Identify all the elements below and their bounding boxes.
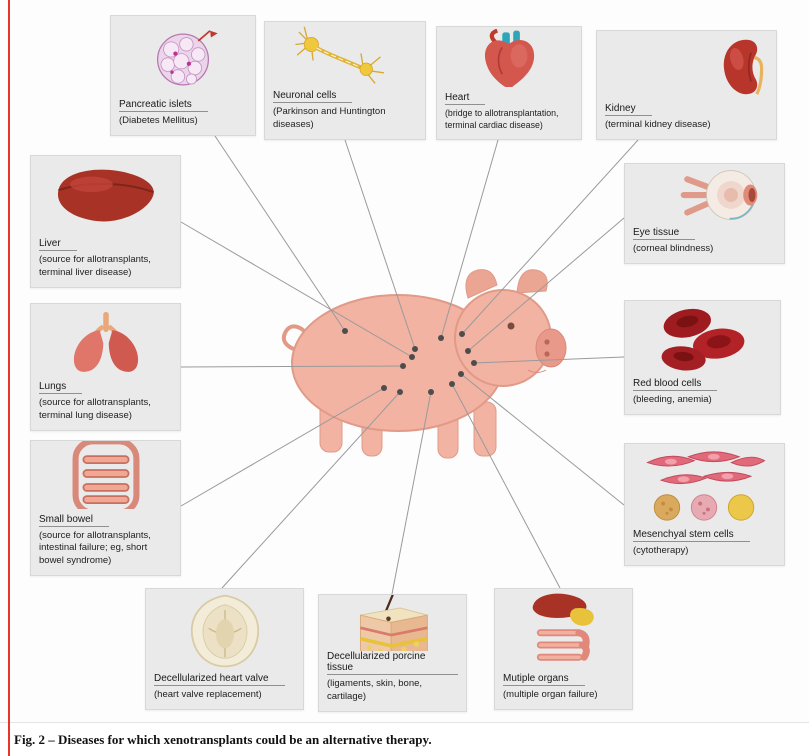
- card-mesenchymal-stem-cells: Mesenchyal stem cells (cytotherapy): [624, 443, 785, 566]
- caption-bar: Fig. 2 – Diseases for which xenotranspla…: [0, 722, 809, 756]
- card-lungs: Lungs (source for allotransplants, termi…: [30, 303, 181, 431]
- neuronal-cells-icon: [295, 26, 385, 85]
- card-liver: Liver (source for allotransplants, termi…: [30, 155, 181, 288]
- card-desc: (bridge to allotransplantation, terminal…: [445, 108, 559, 130]
- card-desc: (heart valve replacement): [154, 688, 262, 700]
- card-title: Lungs: [39, 381, 83, 395]
- card-pancreatic-islets: Pancreatic islets (Diabetes Mellitus): [110, 15, 256, 136]
- card-title: Small bowel: [39, 514, 109, 527]
- eye-tissue-icon: [680, 170, 758, 221]
- card-desc: (source for allotransplants, terminal li…: [39, 254, 151, 278]
- card-title: Neuronal cells: [273, 90, 353, 104]
- card-title: Mutiple organs: [503, 673, 585, 686]
- card-porcine-tissue: Decellularized porcine tissue (ligaments…: [318, 594, 467, 712]
- red-blood-cells-icon: [661, 309, 744, 371]
- liver-icon: [57, 169, 154, 222]
- card-title: Mesenchyal stem cells: [633, 529, 750, 542]
- card-desc: (terminal kidney disease): [605, 118, 711, 130]
- card-desc: (cytotherapy): [633, 544, 689, 556]
- pig-illustration: [281, 269, 567, 459]
- card-desc: (multiple organ failure): [503, 688, 598, 700]
- card-multiple-organs: Mutiple organs (multiple organ failure): [494, 588, 633, 710]
- card-desc: (source for allotransplants, intestinal …: [39, 529, 151, 566]
- mesenchymal-stem-cells-icon: [645, 451, 765, 521]
- card-title: Pancreatic islets: [119, 99, 208, 112]
- card-title: Decellularized porcine tissue: [327, 651, 458, 676]
- card-desc: (source for allotransplants, terminal lu…: [39, 397, 151, 421]
- card-title: Decellularized heart valve: [154, 673, 285, 686]
- card-desc: (Diabetes Mellitus): [119, 114, 198, 126]
- card-heart: Heart (bridge to allotransplantation, te…: [436, 26, 582, 140]
- porcine-tissue-icon: [359, 595, 428, 652]
- lungs-icon: [73, 311, 138, 372]
- card-desc: (Parkinson and Huntington diseases): [273, 106, 386, 130]
- card-title: Kidney: [605, 103, 652, 116]
- card-title: Eye tissue: [633, 227, 696, 240]
- card-eye-tissue: Eye tissue (corneal blindness): [624, 163, 785, 264]
- card-title: Liver: [39, 238, 77, 252]
- heart-icon: [484, 28, 535, 88]
- left-accent-line: [8, 0, 10, 756]
- card-kidney: Kidney (terminal kidney disease): [596, 30, 777, 140]
- card-small-bowel: Small bowel (source for allotransplants,…: [30, 440, 181, 576]
- card-title: Heart: [445, 92, 486, 106]
- card-title: Red blood cells: [633, 378, 718, 391]
- card-desc: (corneal blindness): [633, 242, 714, 254]
- card-desc: (bleeding, anemia): [633, 393, 712, 405]
- card-desc: (ligaments, skin, bone, cartilage): [327, 678, 423, 702]
- card-heart-valve: Decellularized heart valve (heart valve …: [145, 588, 304, 710]
- card-neuronal-cells: Neuronal cells (Parkinson and Huntington…: [264, 21, 426, 140]
- heart-valve-icon: [190, 594, 259, 668]
- pancreatic-islets-icon: [156, 30, 218, 86]
- card-red-blood-cells: Red blood cells (bleeding, anemia): [624, 300, 781, 415]
- kidney-icon: [723, 39, 764, 95]
- multiple-organs-icon: [532, 593, 594, 661]
- small-bowel-icon: [72, 441, 139, 509]
- figure-caption: Fig. 2 – Diseases for which xenotranspla…: [14, 731, 432, 747]
